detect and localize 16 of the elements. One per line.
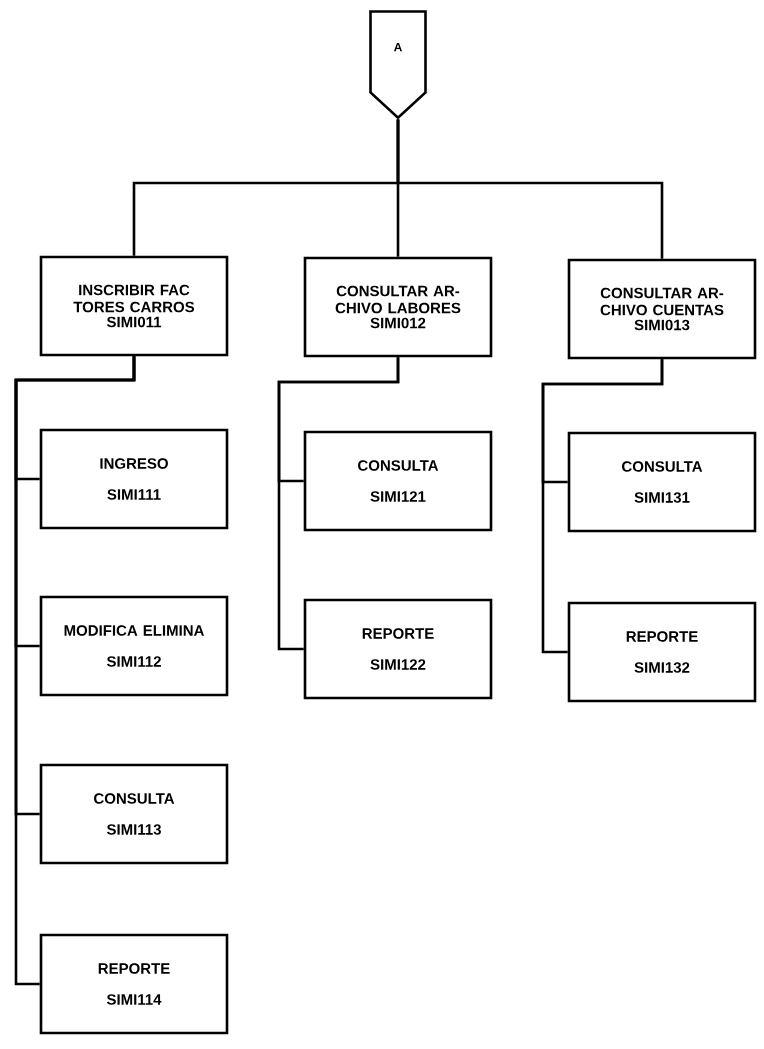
process-box: CONSULTAR AR- CHIVO CUENTAS SIMI013	[567, 258, 757, 360]
process-box: CONSULTA SIMI131	[567, 431, 757, 533]
process-box: CONSULTA SIMI113	[39, 763, 229, 865]
process-box: REPORTE SIMI132	[567, 601, 757, 703]
connector-line	[541, 359, 664, 654]
process-box: CONSULTA SIMI121	[303, 430, 493, 532]
process-box: MODIFICA ELIMINA SIMI112	[39, 595, 229, 697]
connector-line	[277, 357, 400, 651]
process-box: CONSULTAR AR- CHIVO LABORES SIMI012	[303, 256, 493, 358]
connector-line	[14, 356, 136, 986]
connector-line	[396, 119, 664, 259]
process-box: REPORTE SIMI122	[303, 598, 493, 700]
process-box: INSCRIBIR FAC TORES CARROS SIMI011	[39, 255, 229, 357]
off-page-connector: A	[369, 10, 427, 120]
process-box: REPORTE SIMI114	[39, 933, 229, 1035]
process-box: INGRESO SIMI111	[39, 428, 229, 530]
